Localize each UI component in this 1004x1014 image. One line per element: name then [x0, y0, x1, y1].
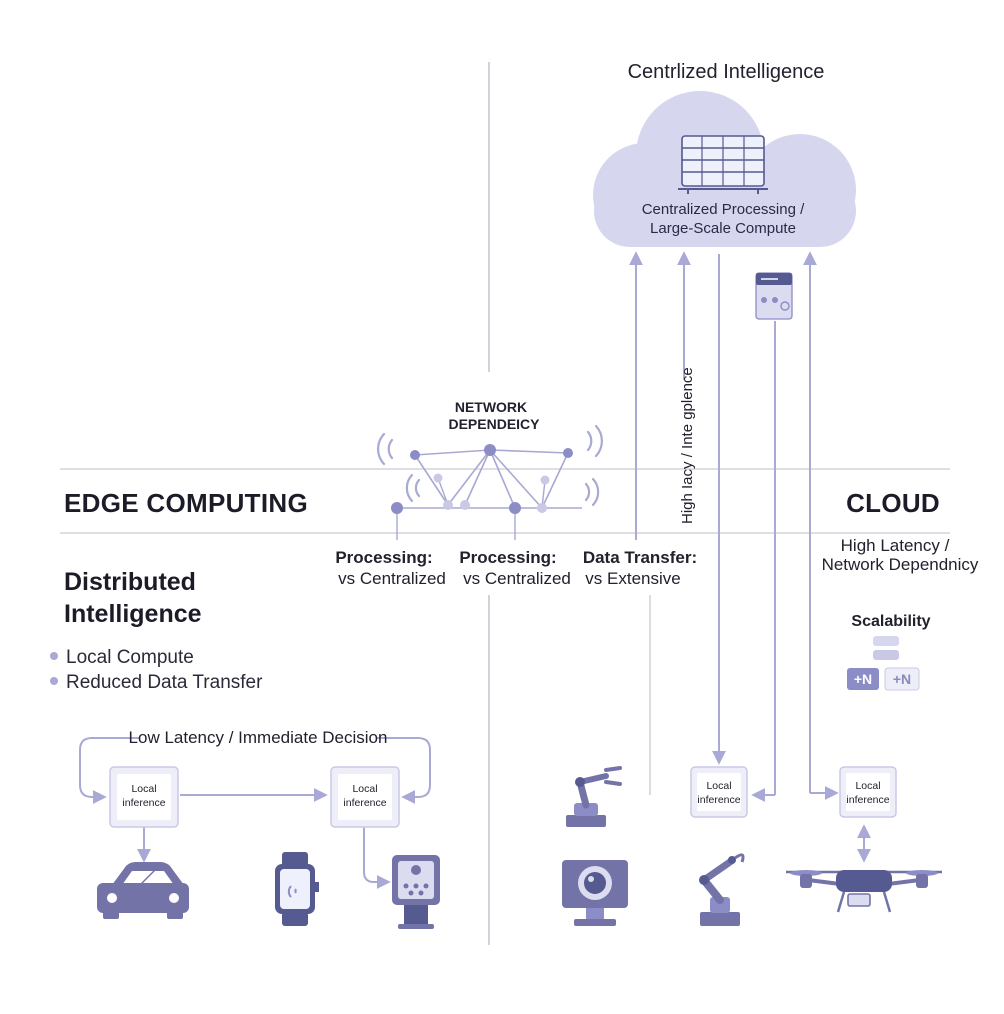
vertical-latency-label: High Iacy / Inte gplence — [679, 367, 696, 524]
edge-loop-label: Low Latency / Immediate Decision — [129, 728, 388, 747]
inference-box-4 — [839, 766, 897, 818]
inference-box-2 — [330, 766, 400, 828]
bullet-dot — [50, 677, 58, 685]
drone-icon — [786, 870, 942, 913]
mid-label-1-line2: vs Centralized — [338, 569, 446, 588]
inference-box-1 — [109, 766, 179, 828]
scalability-label: Scalability — [851, 613, 930, 630]
distributed-title-line2: Intelligence — [64, 600, 202, 628]
control-panel-icon — [755, 272, 793, 320]
bullet-local-compute: Local Compute — [66, 647, 194, 668]
inference-box-3-line1: Local — [706, 780, 731, 792]
industrial-robot-icon — [699, 853, 745, 926]
server-rack-icon — [678, 135, 768, 194]
scalability-icon — [847, 636, 920, 691]
cloud-processing-line1: Centralized Processing / — [642, 201, 805, 218]
mid-label-1-line1: Processing: — [335, 548, 432, 567]
network-label-line1: NETWORK — [455, 399, 527, 415]
scalability-badge-2: +N — [893, 671, 911, 687]
mid-label-3-line1: Data Transfer: — [583, 548, 697, 567]
inference-box-3 — [690, 766, 748, 818]
mid-label-3-line2: vs Extensive — [585, 569, 680, 588]
car-icon — [97, 862, 189, 919]
camera-icon — [562, 860, 628, 926]
cloud-heading: Centrlized Intelligence — [628, 61, 825, 83]
inference-box-4-line1: Local — [855, 780, 880, 792]
edge-computing-title: EDGE COMPUTING — [64, 488, 308, 518]
inference-box-3-line2: inference — [697, 794, 740, 806]
cloud-latency-line1: High Latency / — [841, 536, 950, 555]
smartwatch-icon — [275, 852, 319, 926]
cloud-title: CLOUD — [846, 488, 940, 518]
mid-label-2-line1: Processing: — [459, 548, 556, 567]
network-label-line2: DEPENDEICY — [448, 416, 540, 432]
robot-arm-icon — [566, 766, 622, 827]
cloud-connection-arrows — [629, 251, 839, 802]
inference-box-4-line2: inference — [846, 794, 889, 806]
cloud-processing-line2: Large-Scale Compute — [650, 220, 796, 237]
distributed-title-line1: Distributed — [64, 568, 196, 596]
divider-lines — [60, 62, 950, 945]
inference-box-1-line2: inference — [122, 797, 165, 809]
cloud-latency-line2: Network Dependnicy — [822, 555, 979, 574]
sensor-device-icon — [392, 855, 440, 929]
inference-box-2-line2: inference — [343, 797, 386, 809]
network-graph — [391, 444, 582, 540]
wifi-signal-icon — [377, 424, 603, 507]
inference-box-2-line1: Local — [352, 783, 377, 795]
edge-loop-lines — [79, 737, 871, 889]
scalability-badge-1: +N — [854, 671, 872, 687]
mid-label-2-line2: vs Centralized — [463, 569, 571, 588]
inference-box-1-line1: Local — [131, 783, 156, 795]
bullet-dot — [50, 652, 58, 660]
bullet-reduced-transfer: Reduced Data Transfer — [66, 672, 263, 693]
